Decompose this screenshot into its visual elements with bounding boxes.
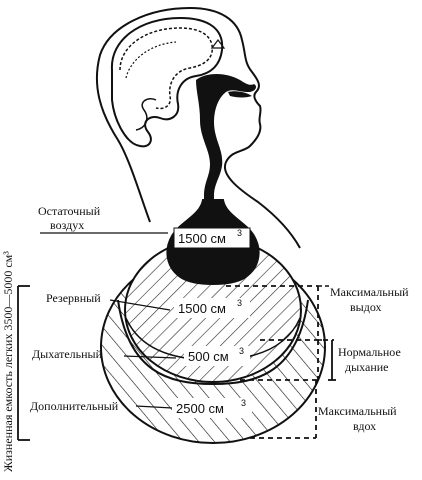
volume-tidal-value: 500 см: [188, 349, 229, 364]
forehead-mark: [210, 39, 226, 49]
volume-reserve-value: 1500 см: [178, 301, 226, 316]
bracket-vital-capacity: [17, 285, 30, 441]
volume-tidal-exp: 3: [239, 346, 244, 356]
label-tidal: Дыхательный: [32, 347, 103, 361]
volume-residual-value: 1500 см: [178, 231, 226, 246]
volume-residual: 1500 см 3: [173, 227, 251, 249]
label-residual-line2: воздух: [50, 218, 84, 232]
bracket-max-inhale: [250, 380, 317, 439]
label-max-inhale-line1: Максимальный: [318, 404, 397, 418]
head-outline: [95, 6, 301, 249]
bracket-max-exhale: [226, 285, 319, 381]
volume-complementary-value: 2500 см: [176, 401, 224, 416]
label-reserve: Резервный: [46, 291, 101, 305]
airway-illustration: [196, 74, 256, 204]
brain-illustration: [110, 16, 224, 148]
label-max-exhale-line1: Максимальный: [330, 285, 409, 299]
label-residual-line1: Остаточный: [38, 204, 101, 218]
volume-residual-exp: 3: [237, 228, 242, 238]
leader-lines: [40, 232, 177, 409]
label-complementary: Дополнительный: [30, 399, 119, 413]
volume-reserve: 1500 см 3: [174, 298, 250, 318]
volume-complementary-exp: 3: [241, 398, 246, 408]
label-normal-line1: Нормальное: [338, 345, 401, 359]
bracket-normal-breathing: [260, 339, 336, 381]
label-max-inhale-line2: вдох: [353, 419, 376, 433]
volume-complementary: 2500 см 3: [172, 398, 252, 418]
right-label-connectors: [318, 285, 330, 341]
volume-reserve-exp: 3: [237, 298, 242, 308]
label-vital-capacity: Жизненная емкость легких 3500—5000 см³: [1, 251, 15, 472]
label-normal-line2: дыхание: [345, 360, 389, 374]
label-max-exhale-line2: выдох: [350, 300, 382, 314]
volume-tidal: 500 см 3: [184, 346, 250, 366]
